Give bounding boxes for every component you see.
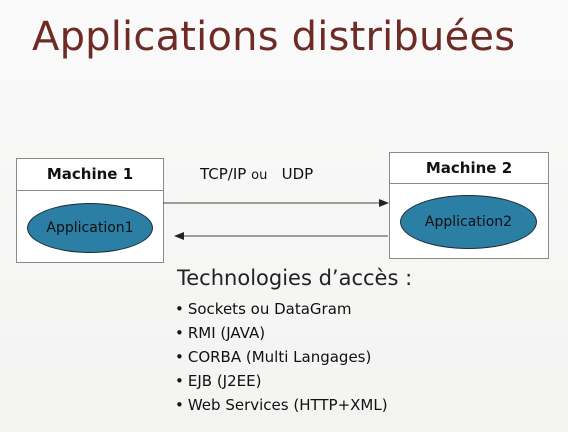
application-1-ellipse: Application1 xyxy=(27,203,153,253)
machine-2-label: Machine 2 xyxy=(390,153,548,184)
technology-sockets: Sockets ou DataGram xyxy=(187,300,352,318)
technology-corba: CORBA (Multi Langages) xyxy=(187,348,372,366)
technology-rmi: RMI (JAVA) xyxy=(187,324,266,342)
protocol-ou: ou xyxy=(251,168,268,183)
technology-web-services: Web Services (HTTP+XML) xyxy=(187,396,388,414)
machine-2-box: Machine 2 Application2 xyxy=(389,152,549,259)
protocol-label: TCP/IP ou UDP xyxy=(200,165,313,183)
list-item: •Web Services (HTTP+XML) xyxy=(175,393,388,417)
machine-1-label: Machine 1 xyxy=(17,159,163,191)
bullet-icon: • xyxy=(175,324,184,342)
list-item: •Sockets ou DataGram xyxy=(175,297,388,321)
list-item: •EJB (J2EE) xyxy=(175,369,388,393)
slide-title: Applications distribuées xyxy=(32,14,516,60)
protocol-udp: UDP xyxy=(281,165,314,183)
technologies-list: •Sockets ou DataGram •RMI (JAVA) •CORBA … xyxy=(175,297,388,417)
bullet-icon: • xyxy=(175,348,184,366)
application-2-ellipse: Application2 xyxy=(400,195,537,249)
bullet-icon: • xyxy=(175,372,184,390)
bullet-icon: • xyxy=(175,396,184,414)
technologies-heading: Technologies d’accès : xyxy=(177,266,413,290)
protocol-tcpip: TCP/IP xyxy=(200,165,247,183)
list-item: •CORBA (Multi Langages) xyxy=(175,345,388,369)
technology-ejb: EJB (J2EE) xyxy=(187,372,262,390)
machine-1-box: Machine 1 Application1 xyxy=(16,158,164,263)
list-item: •RMI (JAVA) xyxy=(175,321,388,345)
bullet-icon: • xyxy=(175,300,184,318)
